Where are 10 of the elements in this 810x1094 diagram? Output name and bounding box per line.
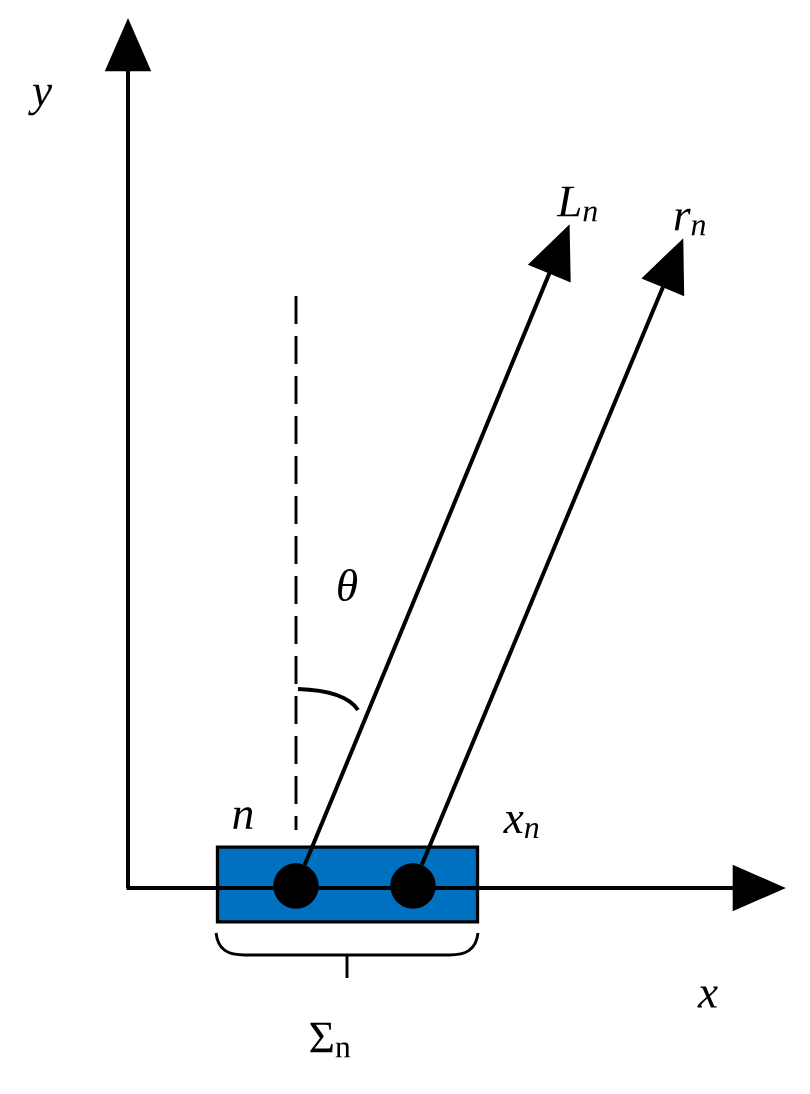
arrow-label: L$_{n}$: [556, 186, 597, 222]
axis-label: y: [28, 84, 53, 116]
element-dot: [273, 863, 319, 909]
node-label: n: [233, 807, 253, 829]
axis-label: x: [697, 986, 718, 1008]
element-dot: [390, 863, 436, 909]
sum-label: Σ$_{n}$: [310, 1022, 351, 1058]
position-label: x$_{n}$: [503, 812, 539, 838]
arrow-label: r$_{n}$: [674, 208, 706, 236]
angle-label: θ: [338, 568, 358, 602]
